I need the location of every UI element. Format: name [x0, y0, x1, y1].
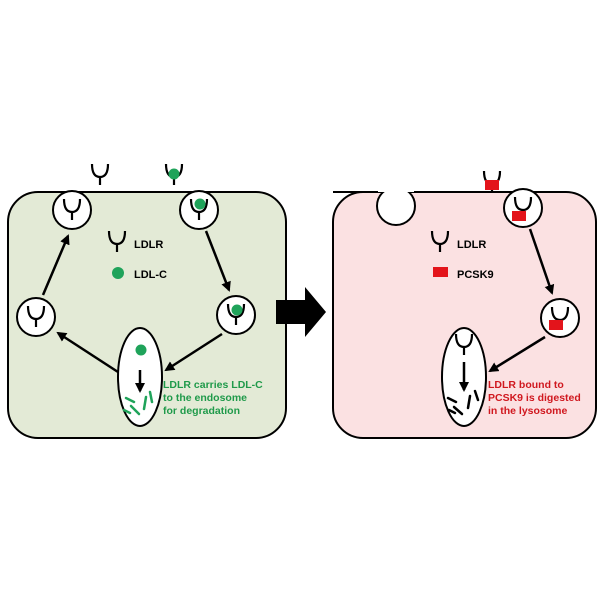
ldl-particle: [194, 198, 206, 210]
transition-arrow: [276, 287, 326, 337]
surface-receptor-empty: [90, 162, 110, 187]
left-legend: LDLR LDL-C: [107, 229, 167, 281]
left-caption-line1: LDLR carries LDL-C: [163, 379, 263, 391]
vesicle-right-top-with-pcsk9: [503, 188, 543, 228]
legend-label-ldl-c: LDL-C: [134, 269, 167, 281]
pcsk9-legend-icon: [433, 267, 448, 277]
left-caption-line3: for degradation: [163, 405, 240, 417]
surface-receptor-with-pcsk9: [482, 169, 502, 194]
left-caption-line2: to the endosome: [163, 392, 247, 404]
empty-membrane-pit: [333, 186, 470, 226]
left-cell: LDLR LDL-C LDLR carries LDL-C to the end…: [7, 162, 287, 439]
right-caption: LDLR bound to PCSK9 is digested in the l…: [488, 379, 581, 417]
degraded-receptor-fragments: [446, 389, 480, 416]
right-caption-line3: in the lysosome: [488, 405, 568, 417]
pcsk9-particle: [512, 211, 526, 221]
ldl-c-legend-icon: [112, 267, 124, 279]
left-cycle-arrows: [41, 230, 231, 374]
lysosome: [441, 327, 487, 427]
legend-label-pcsk9: PCSK9: [457, 269, 494, 281]
legend-label-ldlr: LDLR: [457, 239, 486, 251]
ldl-particle: [135, 344, 147, 356]
ldl-particle: [231, 304, 243, 316]
vesicle-top-left: [52, 190, 92, 230]
right-caption-line1: LDLR bound to: [488, 379, 564, 391]
right-caption-line2: PCSK9 is digested: [488, 392, 581, 404]
legend-label-ldlr: LDLR: [134, 239, 163, 251]
vesicle-top-right-with-ldl: [179, 190, 219, 230]
pcsk9-particle: [549, 320, 563, 330]
right-legend: LDLR PCSK9: [430, 229, 494, 281]
right-cell: LDLR PCSK9 LDLR bound to PCSK9 is digest…: [332, 169, 597, 439]
surface-receptor-with-ldl: [164, 162, 184, 187]
ldl-particle: [168, 168, 180, 180]
endosome: [117, 327, 163, 427]
degraded-ldl-fragments: [122, 390, 154, 416]
left-caption: LDLR carries LDL-C to the endosome for d…: [163, 379, 263, 417]
right-pathway-arrows: [488, 228, 555, 373]
pcsk9-particle: [485, 180, 499, 190]
vesicle-right-middle-with-pcsk9: [540, 298, 580, 338]
vesicle-middle-right-with-ldl: [216, 295, 256, 335]
vesicle-middle-left: [16, 297, 56, 337]
